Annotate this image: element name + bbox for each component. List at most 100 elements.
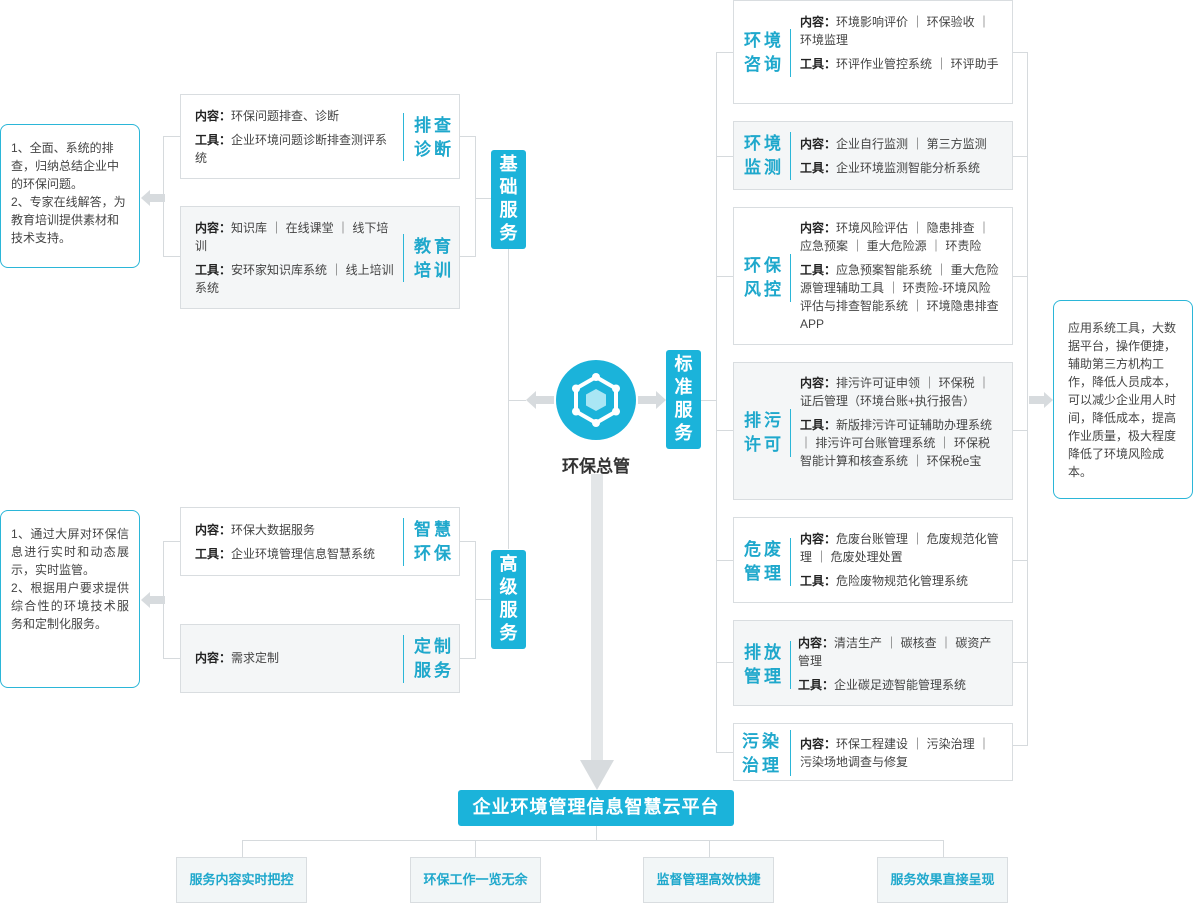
card-row: 工具：企业环境管理信息智慧系统 <box>195 545 395 563</box>
section-char: 标 <box>674 354 693 374</box>
connector <box>460 256 476 257</box>
title-line: 风控 <box>744 280 784 299</box>
card-title: 环保 风控 <box>744 254 784 302</box>
card-env-risk: 环保 风控 内容：环境风险评估 ｜ 隐患排查 ｜ 应急预案 ｜ 重大危险源 ｜ … <box>733 207 1013 345</box>
connector <box>1013 662 1028 663</box>
title-line: 环境 <box>744 31 784 50</box>
divider <box>403 234 404 282</box>
card-row: 工具：企业环境监测智能分析系统 <box>800 159 1000 177</box>
row-text: 环保大数据服务 <box>231 523 316 537</box>
connector <box>1013 52 1028 53</box>
row-text: 企业环境管理信息智慧系统 <box>231 547 376 561</box>
section-char: 服 <box>499 200 518 220</box>
row-text: 企业碳足迹智能管理系统 <box>834 678 967 692</box>
row-text: 安环家知识库系统 ｜ 线上培训系统 <box>195 263 394 295</box>
connector <box>242 840 243 857</box>
card-title: 定制 服务 <box>414 635 454 683</box>
note-basic: 1、全面、系统的排查，归纳总结企业中的环保问题。 2、专家在线解答，为教育培训提… <box>0 124 140 268</box>
connector <box>1013 156 1028 157</box>
row-label: 工具： <box>195 547 232 561</box>
card-title: 教育 培训 <box>414 235 454 283</box>
card-pollution-control: 污染 治理 内容：环保工程建设 ｜ 污染治理 ｜ 污染场地调查与修复 <box>733 723 1013 781</box>
row-label: 工具： <box>798 678 835 692</box>
connector <box>475 541 476 659</box>
connector <box>163 541 180 542</box>
connector <box>716 52 733 53</box>
section-char: 高 <box>499 554 518 574</box>
connector <box>475 840 476 857</box>
row-label: 内容： <box>800 737 837 751</box>
card-row: 工具：危险废物规范化管理系统 <box>800 572 1000 590</box>
connector <box>475 198 491 199</box>
feature-overview: 环保工作一览无余 <box>410 857 541 903</box>
row-label: 工具： <box>800 161 837 175</box>
card-row: 工具：新版排污许可证辅助办理系统 ｜ 排污许可台账管理系统 ｜ 环保税智能计算和… <box>800 416 1000 470</box>
connector <box>508 249 509 549</box>
row-text: 企业环境问题诊断排查测评系统 <box>195 133 388 165</box>
row-label: 工具： <box>195 263 232 277</box>
title-line: 定制 <box>414 637 454 656</box>
connector <box>716 752 733 753</box>
arrow-left-icon <box>141 592 165 608</box>
center-label: 环保总管 <box>562 457 630 476</box>
row-text: 环评作业管控系统 ｜ 环评助手 <box>836 57 999 71</box>
card-title: 智慧 环保 <box>414 518 454 566</box>
connector <box>1013 560 1028 561</box>
connector <box>700 400 717 401</box>
hexagon-logo-icon <box>556 360 636 440</box>
card-row: 内容：排污许可证申领 ｜ 环保税 ｜ 证后管理（环境台账+执行报告） <box>800 374 1000 410</box>
card-title: 环境 监测 <box>744 132 784 180</box>
divider <box>403 113 404 161</box>
row-text: 排污许可证申领 ｜ 环保税 ｜ 证后管理（环境台账+执行报告） <box>800 376 991 408</box>
section-standard: 标 准 服 务 <box>666 350 701 449</box>
card-title: 排查 诊断 <box>414 114 454 162</box>
card-row: 工具：环评作业管控系统 ｜ 环评助手 <box>800 55 1000 73</box>
divider <box>790 254 791 302</box>
row-text: 应急预案智能系统 ｜ 重大危险源管理辅助工具 ｜ 环责险-环境风险评估与排查智能… <box>800 263 999 331</box>
row-label: 内容： <box>195 109 232 123</box>
row-label: 内容： <box>195 523 232 537</box>
title-line: 诊断 <box>414 140 454 159</box>
title-line: 环境 <box>744 134 784 153</box>
feature-efficient-supervision: 监督管理高效快捷 <box>643 857 774 903</box>
card-env-monitoring: 环境 监测 内容：企业自行监测 ｜ 第三方监测 工具：企业环境监测智能分析系统 <box>733 121 1013 190</box>
card-row: 工具：企业环境问题诊断排查测评系统 <box>195 131 391 167</box>
connector <box>163 256 180 257</box>
card-row: 内容：知识库 ｜ 在线课堂 ｜ 线下培训 <box>195 219 397 255</box>
card-title: 排污 许可 <box>744 409 784 457</box>
title-line: 环保 <box>414 544 454 563</box>
row-label: 工具： <box>800 263 837 277</box>
row-text: 企业自行监测 ｜ 第三方监测 <box>836 137 987 151</box>
title-line: 服务 <box>414 661 454 680</box>
divider <box>790 409 791 457</box>
title-line: 咨询 <box>744 55 784 74</box>
card-title: 环境 咨询 <box>744 29 784 77</box>
arrow-right-icon <box>638 391 666 409</box>
title-line: 管理 <box>744 564 784 583</box>
row-text: 环保工程建设 ｜ 污染治理 ｜ 污染场地调查与修复 <box>800 737 991 769</box>
section-char: 务 <box>499 223 518 243</box>
connector <box>716 430 733 431</box>
row-label: 内容： <box>798 636 835 650</box>
card-row: 内容：企业自行监测 ｜ 第三方监测 <box>800 135 1000 153</box>
title-line: 智慧 <box>414 520 454 539</box>
row-text: 知识库 ｜ 在线课堂 ｜ 线下培训 <box>195 221 389 253</box>
title-line: 环保 <box>744 256 784 275</box>
connector <box>596 826 597 841</box>
section-char: 务 <box>674 423 693 443</box>
divider <box>790 730 791 776</box>
platform-banner: 企业环境管理信息智慧云平台 <box>458 790 734 826</box>
title-line: 污染 <box>742 732 782 751</box>
connector <box>163 658 180 659</box>
feature-realtime-control: 服务内容实时把控 <box>176 857 307 903</box>
title-line: 培训 <box>414 261 454 280</box>
connector <box>716 662 733 663</box>
section-basic: 基 础 服 务 <box>491 150 526 249</box>
connector <box>716 156 733 157</box>
card-row: 工具：应急预案智能系统 ｜ 重大危险源管理辅助工具 ｜ 环责险-环境风险评估与排… <box>800 261 1000 333</box>
card-row: 内容：环境风险评估 ｜ 隐患排查 ｜ 应急预案 ｜ 重大危险源 ｜ 环责险 <box>800 219 1000 255</box>
row-text: 清洁生产 ｜ 碳核查 ｜ 碳资产管理 <box>798 636 992 668</box>
divider <box>790 29 791 77</box>
card-title: 排放 管理 <box>744 641 784 689</box>
section-char: 基 <box>499 154 518 174</box>
